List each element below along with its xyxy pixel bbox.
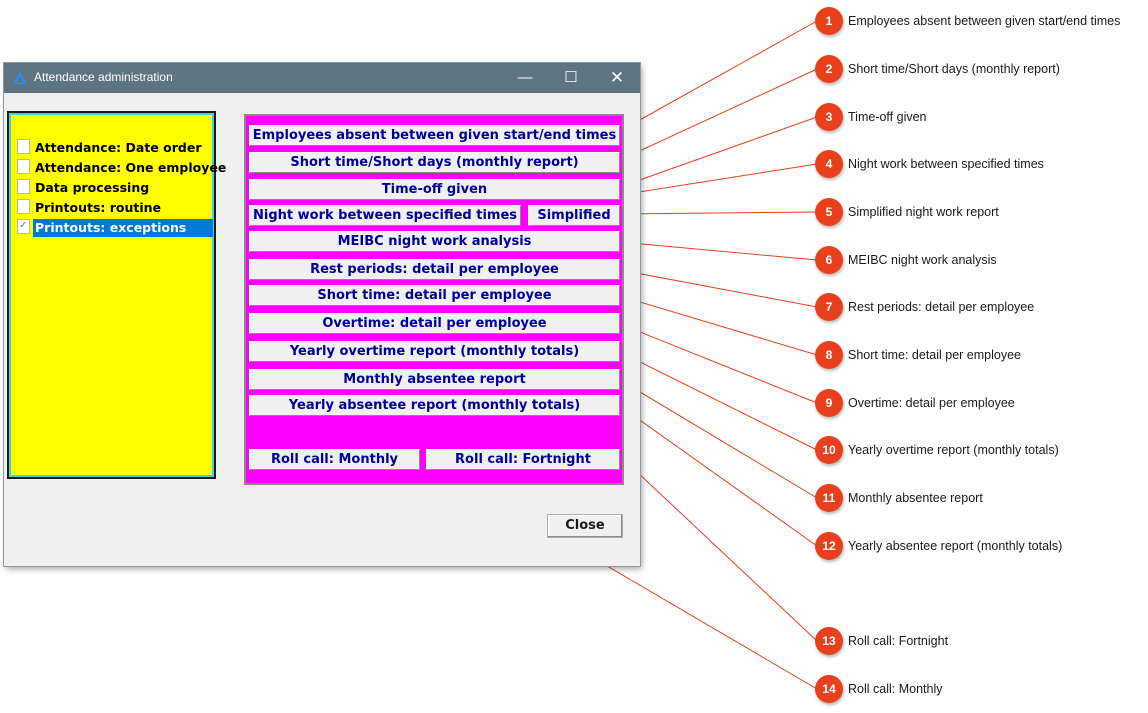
report-category-list: Attendance: Date order Attendance: One e… [7,111,226,479]
callout-badge-12: 12 [815,532,843,560]
callout-badge-9: 9 [815,389,843,417]
callout-badge-2: 2 [815,55,843,83]
rest-periods-button[interactable]: Rest periods: detail per employee [249,259,620,280]
short-time-detail-button[interactable]: Short time: detail per employee [249,285,620,306]
document-icon [17,159,30,174]
night-work-button[interactable]: Night work between specified times [249,205,521,226]
attendance-window: Attendance administration — ☐ ✕ Attendan… [4,63,640,566]
overtime-detail-button[interactable]: Overtime: detail per employee [249,313,620,334]
list-item-attendance-one-employee[interactable]: Attendance: One employee [17,159,226,177]
window-title: Attendance administration [34,70,173,84]
callout-label-1: Employees absent between given start/end… [848,14,1121,28]
meibc-night-work-button[interactable]: MEIBC night work analysis [249,231,620,252]
list-item-data-processing[interactable]: Data processing [17,179,213,197]
callout-label-14: Roll call: Monthly [848,682,943,696]
callout-label-4: Night work between specified times [848,157,1044,171]
callout-label-8: Short time: detail per employee [848,348,1022,362]
callout-line-13 [619,455,818,642]
callout-badge-5: 5 [815,198,843,226]
callout-label-10: Yearly overtime report (monthly totals) [848,443,1059,457]
yearly-overtime-button[interactable]: Yearly overtime report (monthly totals) [249,341,620,362]
callout-badge-14: 14 [815,675,843,703]
callout-label-6: MEIBC night work analysis [848,253,997,267]
callout-badge-8: 8 [815,341,843,369]
callout-badge-4: 4 [815,150,843,178]
callout-line-5 [619,211,818,215]
callout-line-11 [619,379,818,499]
callout-label-2: Short time/Short days (monthly report) [848,62,1060,76]
callout-line-12 [619,405,818,547]
callout-label-12: Yearly absentee report (monthly totals) [848,539,1063,553]
simplified-button[interactable]: Simplified [528,205,620,226]
minimize-icon[interactable]: — [517,69,533,86]
title-bar[interactable]: Attendance administration — ☐ ✕ [4,63,640,93]
close-window-icon[interactable]: ✕ [609,68,625,87]
callout-badge-13: 13 [815,627,843,655]
callout-line-8 [619,295,818,356]
callout-line-6 [619,241,818,261]
callout-line-9 [619,323,818,404]
list-item-printouts-routine[interactable]: Printouts: routine [17,199,213,217]
callout-label-3: Time-off given [848,110,927,124]
app-logo-icon [13,71,27,84]
yearly-absentee-button[interactable]: Yearly absentee report (monthly totals) [249,395,620,416]
document-icon [17,139,30,154]
callout-line-7 [619,269,818,308]
list-item-attendance-date-order[interactable]: Attendance: Date order [17,139,213,157]
employees-absent-button[interactable]: Employees absent between given start/end… [249,125,620,146]
callout-label-11: Monthly absentee report [848,491,983,505]
callout-line-1 [619,20,818,132]
maximize-icon[interactable]: ☐ [564,69,578,86]
close-button[interactable]: Close [547,514,623,538]
roll-call-monthly-button[interactable]: Roll call: Monthly [249,449,420,470]
callout-line-3 [619,116,818,188]
time-off-given-button[interactable]: Time-off given [249,179,620,200]
callout-badge-11: 11 [815,484,843,512]
document-icon [17,179,30,194]
callout-badge-1: 1 [815,7,843,35]
short-time-short-days-button[interactable]: Short time/Short days (monthly report) [249,152,620,173]
list-item-printouts-exceptions[interactable]: Printouts: exceptions [17,217,213,237]
document-icon [17,199,30,214]
checked-document-icon [17,217,30,235]
callout-badge-3: 3 [815,103,843,131]
callout-line-10 [619,351,818,451]
callout-label-9: Overtime: detail per employee [848,396,1015,410]
callout-badge-7: 7 [815,293,843,321]
callout-label-7: Rest periods: detail per employee [848,300,1035,314]
callout-badge-6: 6 [815,246,843,274]
callout-line-2 [619,68,818,161]
callout-label-5: Simplified night work report [848,205,999,219]
roll-call-fortnight-button[interactable]: Roll call: Fortnight [426,449,620,470]
monthly-absentee-button[interactable]: Monthly absentee report [249,369,620,390]
callout-label-13: Roll call: Fortnight [848,634,949,648]
callout-badge-10: 10 [815,436,843,464]
